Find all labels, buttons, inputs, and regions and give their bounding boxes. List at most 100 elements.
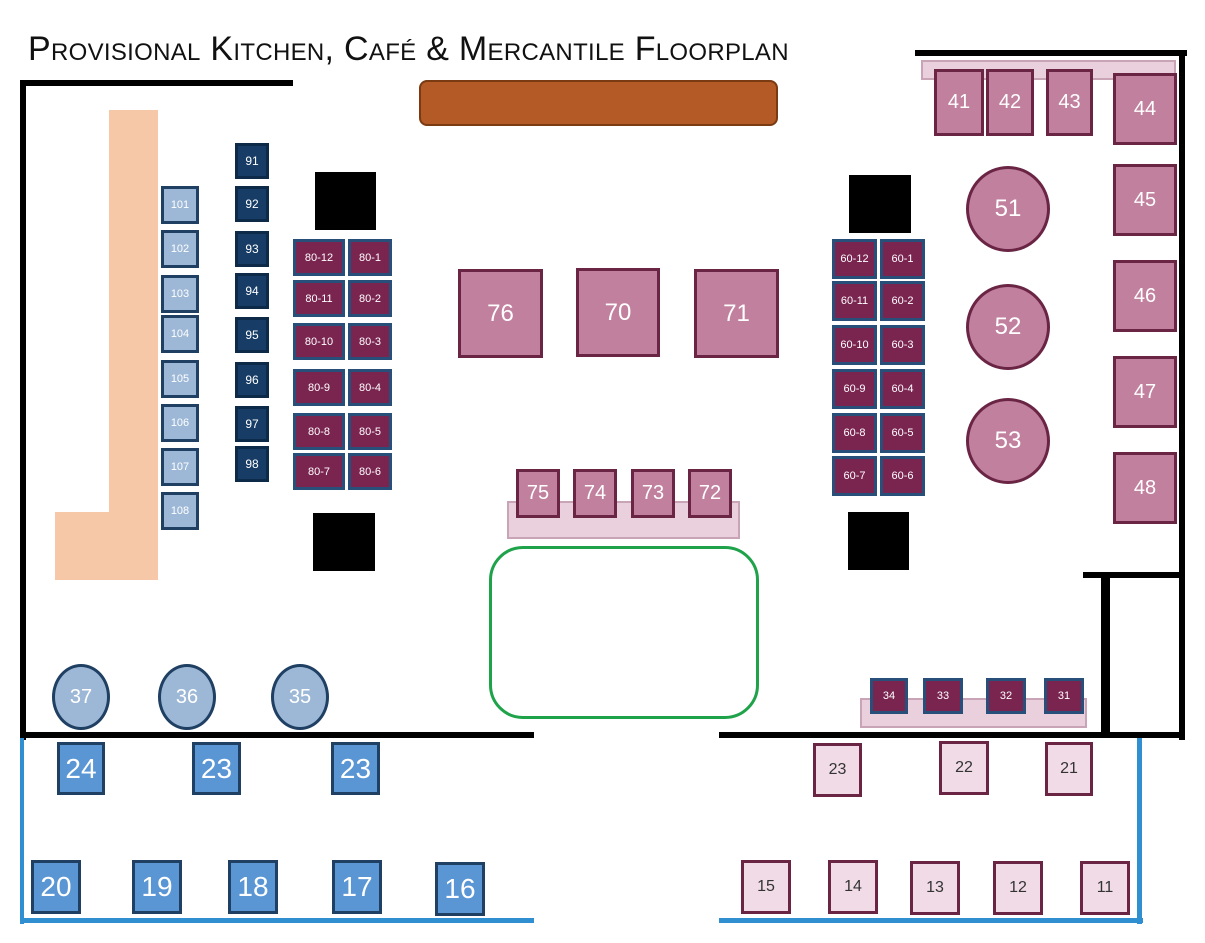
table-42[interactable]: 42 xyxy=(986,69,1034,136)
table-37[interactable]: 37 xyxy=(52,664,110,730)
table-60-11[interactable]: 60-11 xyxy=(832,281,877,321)
table-41[interactable]: 41 xyxy=(934,69,984,136)
table-45[interactable]: 45 xyxy=(1113,164,1177,236)
patio-table-20[interactable]: 20 xyxy=(31,860,81,914)
table-75[interactable]: 75 xyxy=(516,469,560,518)
table-80-1[interactable]: 80-1 xyxy=(348,239,392,276)
table-80-12[interactable]: 80-12 xyxy=(293,239,345,276)
table-36[interactable]: 36 xyxy=(158,664,216,730)
table-32[interactable]: 32 xyxy=(986,678,1026,714)
table-80-11[interactable]: 80-11 xyxy=(293,280,345,317)
table-60-8[interactable]: 60-8 xyxy=(832,413,877,453)
table-60-10[interactable]: 60-10 xyxy=(832,325,877,365)
table-34[interactable]: 34 xyxy=(870,678,908,714)
patio-table-24[interactable]: 24 xyxy=(57,742,105,795)
patio-table-21[interactable]: 21 xyxy=(1045,742,1093,796)
patio-table-12[interactable]: 12 xyxy=(993,861,1043,915)
pillar xyxy=(849,175,911,233)
table-91[interactable]: 91 xyxy=(235,143,269,179)
table-71[interactable]: 71 xyxy=(694,269,779,358)
patio-wall-left xyxy=(20,738,24,924)
table-98[interactable]: 98 xyxy=(235,446,269,482)
patio-wall-right xyxy=(1137,738,1142,924)
table-70[interactable]: 70 xyxy=(576,268,660,357)
table-103[interactable]: 103 xyxy=(161,275,199,313)
table-94[interactable]: 94 xyxy=(235,273,269,309)
patio-table-17[interactable]: 17 xyxy=(332,860,382,914)
table-104[interactable]: 104 xyxy=(161,315,199,353)
table-80-8[interactable]: 80-8 xyxy=(293,413,345,450)
wall-corner-vertical xyxy=(1101,572,1110,738)
patio-table-23[interactable]: 23 xyxy=(192,742,241,795)
counter-foot xyxy=(55,512,158,580)
patio-table-18[interactable]: 18 xyxy=(228,860,278,914)
table-80-9[interactable]: 80-9 xyxy=(293,369,345,406)
table-60-9[interactable]: 60-9 xyxy=(832,369,877,409)
table-60-2[interactable]: 60-2 xyxy=(880,281,925,321)
table-96[interactable]: 96 xyxy=(235,362,269,398)
table-48[interactable]: 48 xyxy=(1113,452,1177,524)
wall-bottom-left xyxy=(20,732,534,738)
table-80-7[interactable]: 80-7 xyxy=(293,453,345,490)
table-80-2[interactable]: 80-2 xyxy=(348,280,392,317)
patio-table-13[interactable]: 13 xyxy=(910,861,960,915)
patio-table-23[interactable]: 23 xyxy=(813,743,862,797)
patio-wall-bottom-right xyxy=(719,918,1143,923)
table-105[interactable]: 105 xyxy=(161,360,199,398)
patio-table-23[interactable]: 23 xyxy=(331,742,380,795)
table-60-5[interactable]: 60-5 xyxy=(880,413,925,453)
table-51[interactable]: 51 xyxy=(966,166,1050,252)
table-60-12[interactable]: 60-12 xyxy=(832,239,877,279)
table-108[interactable]: 108 xyxy=(161,492,199,530)
table-93[interactable]: 93 xyxy=(235,231,269,267)
table-80-6[interactable]: 80-6 xyxy=(348,453,392,490)
table-72[interactable]: 72 xyxy=(688,469,732,518)
patio-table-22[interactable]: 22 xyxy=(939,741,989,795)
table-97[interactable]: 97 xyxy=(235,406,269,442)
table-35[interactable]: 35 xyxy=(271,664,329,730)
patio-table-19[interactable]: 19 xyxy=(132,860,182,914)
table-47[interactable]: 47 xyxy=(1113,356,1177,428)
table-33[interactable]: 33 xyxy=(923,678,963,714)
table-107[interactable]: 107 xyxy=(161,448,199,486)
table-101[interactable]: 101 xyxy=(161,186,199,224)
table-43[interactable]: 43 xyxy=(1046,69,1093,136)
pillar xyxy=(848,512,909,570)
table-73[interactable]: 73 xyxy=(631,469,675,518)
counter-vertical xyxy=(109,110,158,580)
table-60-4[interactable]: 60-4 xyxy=(880,369,925,409)
table-74[interactable]: 74 xyxy=(573,469,617,518)
wall-corner-horizontal xyxy=(1083,572,1185,578)
table-80-10[interactable]: 80-10 xyxy=(293,323,345,360)
center-pit xyxy=(489,546,759,719)
pillar xyxy=(315,172,376,230)
wall-top-left xyxy=(20,80,293,86)
table-46[interactable]: 46 xyxy=(1113,260,1177,332)
patio-table-11[interactable]: 11 xyxy=(1080,861,1130,915)
table-60-3[interactable]: 60-3 xyxy=(880,325,925,365)
table-80-4[interactable]: 80-4 xyxy=(348,369,392,406)
table-52[interactable]: 52 xyxy=(966,284,1050,370)
table-106[interactable]: 106 xyxy=(161,404,199,442)
page-title: Provisional Kitchen, Café & Mercantile F… xyxy=(28,30,789,68)
wall-left xyxy=(20,80,26,740)
table-76[interactable]: 76 xyxy=(458,269,543,358)
table-102[interactable]: 102 xyxy=(161,230,199,268)
table-53[interactable]: 53 xyxy=(966,398,1050,484)
table-80-5[interactable]: 80-5 xyxy=(348,413,392,450)
patio-table-16[interactable]: 16 xyxy=(435,862,485,916)
wall-right xyxy=(1179,50,1185,740)
table-31[interactable]: 31 xyxy=(1044,678,1084,714)
wall-bottom-right xyxy=(719,732,1185,738)
bar-counter xyxy=(419,80,778,126)
table-60-7[interactable]: 60-7 xyxy=(832,456,877,496)
table-92[interactable]: 92 xyxy=(235,186,269,222)
patio-table-15[interactable]: 15 xyxy=(741,860,791,914)
table-60-6[interactable]: 60-6 xyxy=(880,456,925,496)
patio-table-14[interactable]: 14 xyxy=(828,860,878,914)
table-60-1[interactable]: 60-1 xyxy=(880,239,925,279)
table-44[interactable]: 44 xyxy=(1113,73,1177,145)
table-80-3[interactable]: 80-3 xyxy=(348,323,392,360)
table-95[interactable]: 95 xyxy=(235,317,269,353)
